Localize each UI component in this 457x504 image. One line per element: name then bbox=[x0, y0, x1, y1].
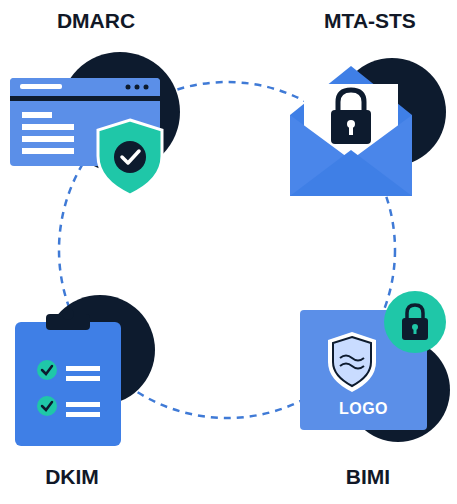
item-label: DKIM bbox=[45, 465, 99, 489]
mta-sts-icon bbox=[290, 58, 446, 196]
dmarc-icon bbox=[10, 52, 180, 195]
logo-text: LOGO bbox=[300, 400, 427, 418]
dkim-icon bbox=[15, 295, 155, 446]
logo-card: LOGO bbox=[300, 310, 427, 430]
item-label: DMARC bbox=[57, 9, 135, 33]
item-label: BIMI bbox=[346, 465, 390, 489]
item-label: MTA-STS bbox=[324, 9, 416, 33]
